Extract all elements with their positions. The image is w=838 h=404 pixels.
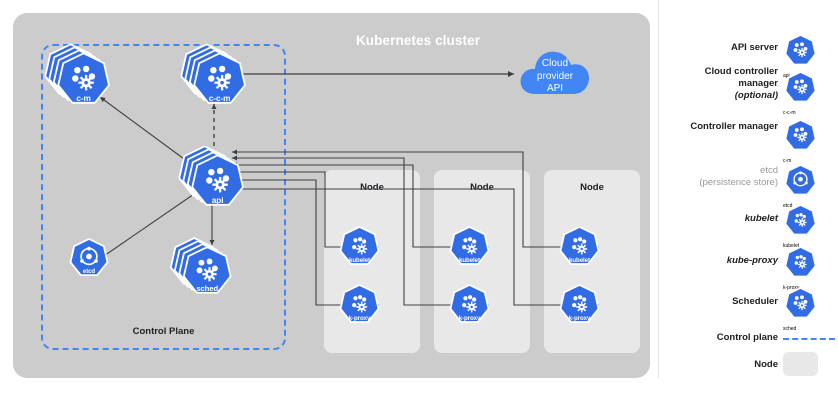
legend-label: Control plane [668,332,778,344]
legend-label-text: Node [754,359,778,370]
node-label: Node [470,182,494,193]
legend-row-cloud-controller-manager[interactable]: Cloud controller manager (optional) c-c-… [660,66,838,116]
cloud-line-2: provider [536,70,574,82]
legend-label: kubelet [668,213,778,225]
icon-api-server[interactable]: api [178,145,244,206]
control-plane-label: Control Plane [132,326,195,337]
legend-icon-c-m: c-m [783,118,818,164]
icon-scheduler[interactable]: sched [169,237,232,294]
icon-caption: c-c-m [783,110,796,116]
legend-label-text: Cloud controller manager [704,66,778,89]
legend-icon-api: api [783,33,818,79]
legend-row-etcd[interactable]: etcd (persistence store) etcd [658,163,838,209]
icon-caption: etcd [783,203,793,209]
cloud-line-3: API [546,83,564,94]
legend-label-sub: (optional) [734,90,778,101]
legend-icon-kubelet: kubelet [783,203,818,249]
icon-caption: api [783,73,790,79]
icon-controller-manager[interactable]: c-m [44,43,110,104]
legend-row-api-server[interactable]: API server api [660,33,838,79]
legend-label-text: kube-proxy [726,255,778,266]
legend-row-controller-manager[interactable]: Controller manager c-m [660,118,838,164]
legend-divider [658,0,659,378]
legend-label: Cloud controller manager (optional) [668,66,778,102]
node-label: Node [580,182,604,193]
legend-icon-scheduler: sched [783,286,818,332]
legend-row-control-plane: Control plane [660,328,838,348]
icon-caption: k-proxy [783,285,800,291]
legend-label: API server [668,42,778,54]
icon-kubelet-node-2[interactable]: kubelet [448,225,491,268]
icon-caption: sched [783,326,797,332]
icon-kubelet-node-3[interactable]: kubelet [558,225,601,268]
legend-row-kubelet[interactable]: kubelet kubelet [660,203,838,249]
legend-label-text: Control plane [716,332,778,343]
cluster-title: Kubernetes cluster [355,33,481,48]
legend-dashed-line-swatch [783,338,835,340]
legend-label: Node [668,359,778,371]
legend-label-text: API server [730,42,778,53]
legend-label: Scheduler [668,296,778,308]
node-label: Node [360,182,384,193]
legend-label-text: Scheduler [732,296,778,307]
legend: API server api Cloud controller manager … [660,0,838,404]
cloud-provider-api[interactable]: Cloud provider API [517,38,593,100]
icon-cloud-controller-manager[interactable]: c-c-m [180,43,246,104]
legend-label: etcd (persistence store) [658,165,778,189]
icon-caption: kubelet [783,243,800,249]
legend-label-text: Controller manager [690,121,778,132]
legend-label-text: etcd [760,165,778,176]
legend-node-swatch [783,352,818,376]
legend-label: Controller manager [668,121,778,133]
legend-icon-etcd: etcd [783,163,818,209]
legend-label-sub: (persistence store) [699,177,778,188]
cloud-provider-api-label: Cloud provider API [517,58,593,96]
icon-kube-proxy-node-2[interactable]: k-proxy [448,283,491,326]
legend-row-node: Node [660,352,838,378]
legend-row-scheduler[interactable]: Scheduler sched [660,286,838,332]
icon-caption: c-m [783,158,792,164]
legend-icon-kube-proxy: k-proxy [783,245,818,291]
icon-kubelet-node-1[interactable]: kubelet [338,225,381,268]
legend-icon-c-c-m: c-c-m [783,70,818,116]
legend-row-kube-proxy[interactable]: kube-proxy k-proxy [660,245,838,291]
cloud-line-1: Cloud [541,58,569,69]
icon-etcd[interactable]: etcd [68,237,110,279]
legend-label-text: kubelet [744,213,778,224]
legend-label: kube-proxy [668,255,778,267]
icon-kube-proxy-node-3[interactable]: k-proxy [558,283,601,326]
icon-kube-proxy-node-1[interactable]: k-proxy [338,283,381,326]
